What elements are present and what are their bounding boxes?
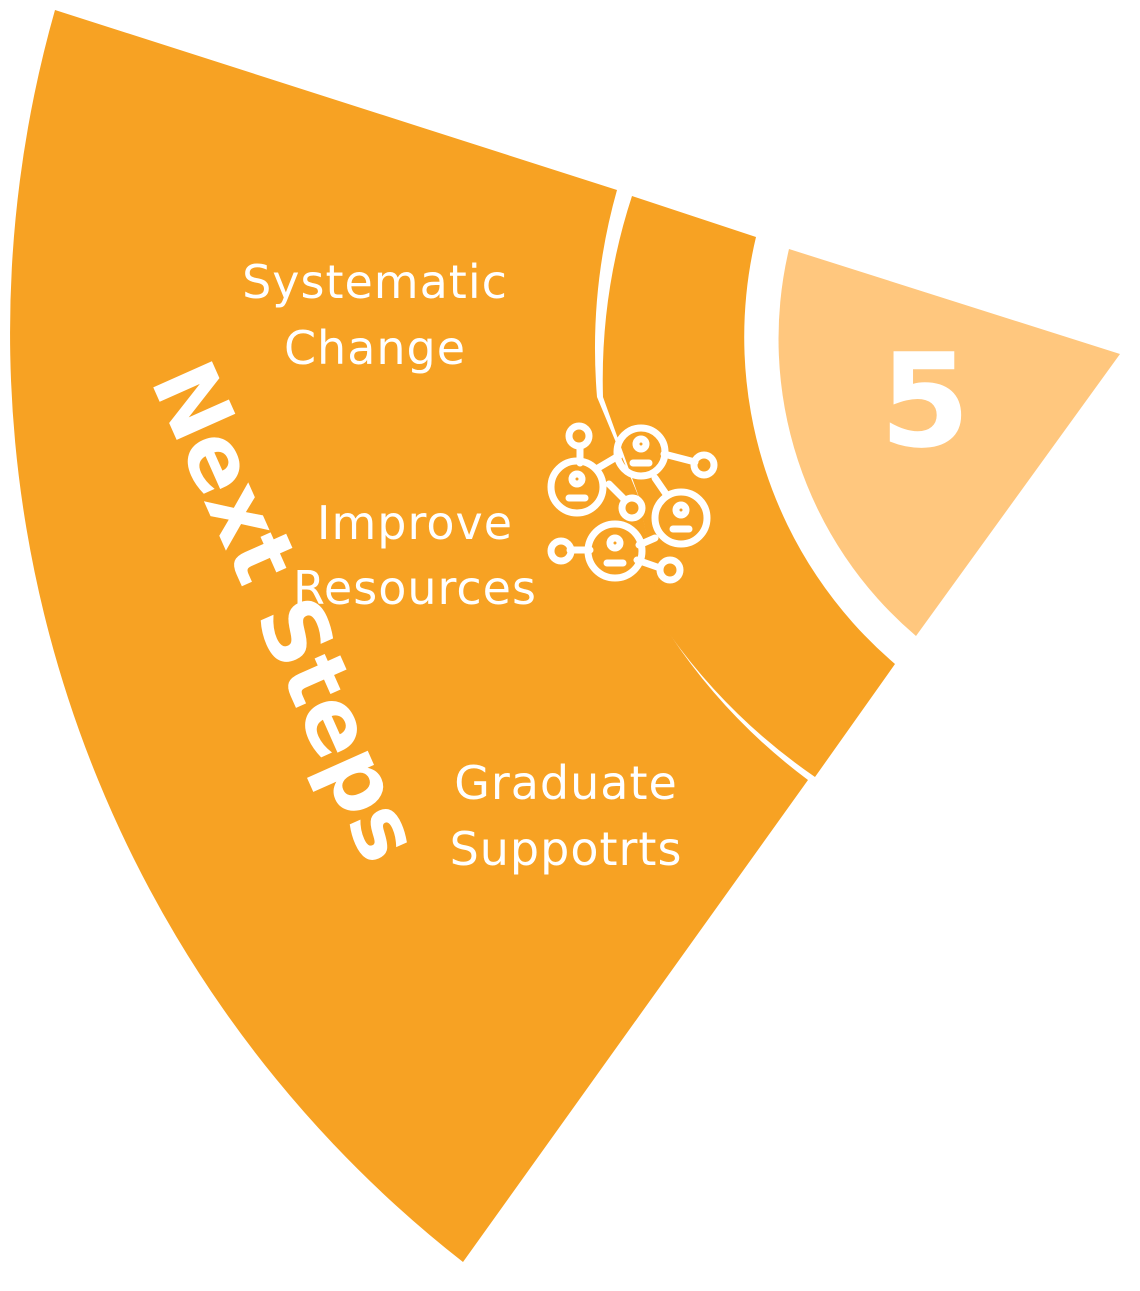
next-steps-wedge — [10, 10, 808, 1262]
item-graduate-supports-line2: Suppotrts — [450, 822, 683, 876]
item-systematic-change-line2: Change — [284, 321, 466, 375]
item-improve-resources-line1: Improve — [317, 496, 513, 550]
item-improve-resources-line2: Resources — [293, 561, 537, 615]
number-tip — [778, 249, 1120, 636]
item-graduate-supports-line1: Graduate — [454, 756, 678, 810]
network-people-icon — [547, 422, 718, 584]
step-number: 5 — [880, 325, 970, 477]
wedge-inner-band — [602, 196, 895, 777]
item-systematic-change-line1: Systematic — [242, 255, 508, 309]
